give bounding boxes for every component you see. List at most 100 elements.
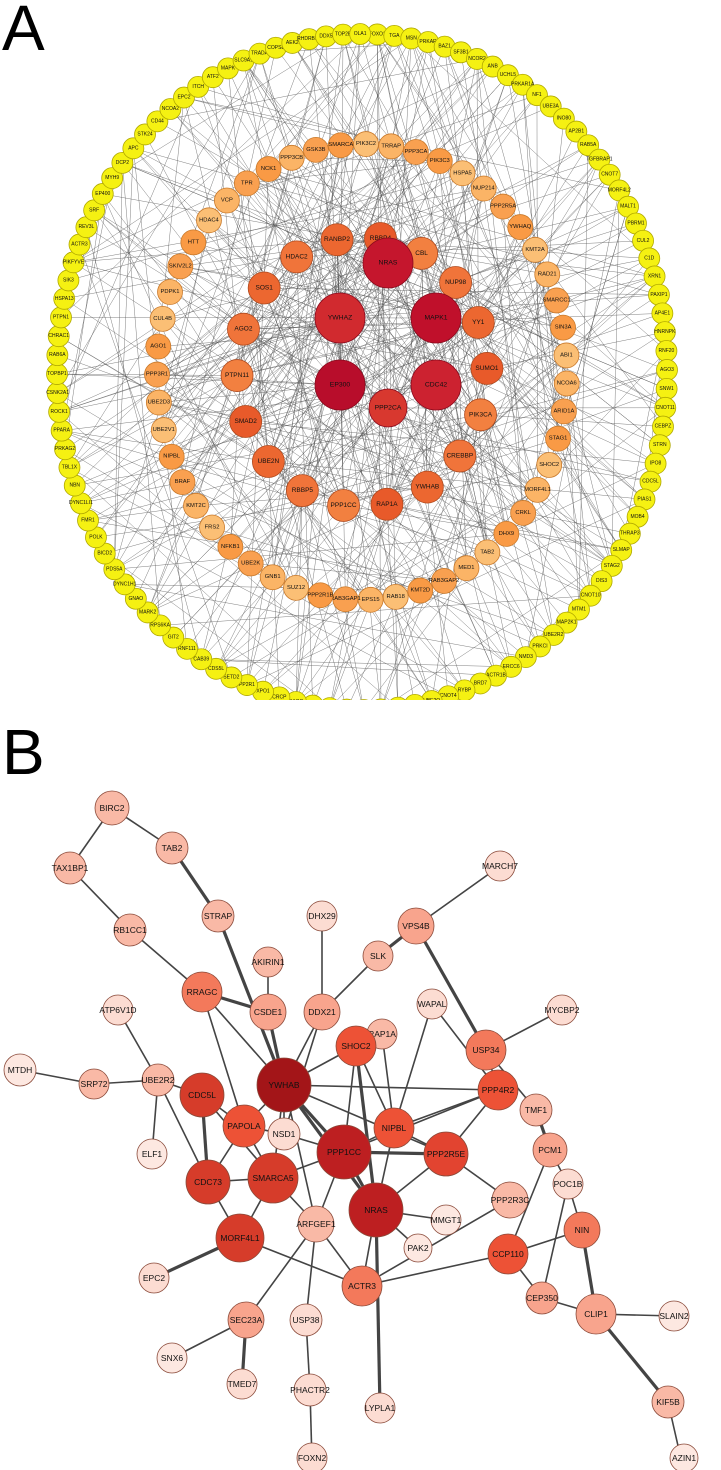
- node: CEBPZ: [652, 415, 674, 438]
- edge: [243, 262, 389, 330]
- svg-text:NCOA6: NCOA6: [557, 380, 577, 386]
- svg-text:RBBP4: RBBP4: [370, 235, 392, 242]
- edge: [68, 173, 463, 281]
- svg-text:UBE2N: UBE2N: [258, 458, 280, 465]
- edge: [296, 240, 644, 258]
- node: POC1B: [552, 1168, 584, 1200]
- edge: [102, 193, 344, 506]
- node: USP38: [289, 1303, 323, 1337]
- node: SNW1: [655, 377, 678, 400]
- edge: [57, 392, 396, 598]
- node: SIN3A: [550, 314, 576, 341]
- svg-text:TAX1BP1: TAX1BP1: [52, 863, 89, 873]
- edge: [578, 145, 589, 610]
- edge: [339, 317, 656, 464]
- svg-text:HDAC2: HDAC2: [286, 253, 308, 260]
- svg-text:DIS3: DIS3: [596, 578, 607, 584]
- node: HDAC4: [196, 207, 222, 234]
- edge: [182, 47, 277, 483]
- svg-text:AZIN1: AZIN1: [672, 1453, 696, 1463]
- edge: [158, 384, 341, 403]
- svg-text:VCP: VCP: [221, 198, 233, 204]
- svg-text:HSPA5: HSPA5: [453, 170, 472, 176]
- svg-text:GSK3B: GSK3B: [306, 147, 325, 153]
- edge: [390, 38, 412, 147]
- svg-text:AP2B1: AP2B1: [569, 129, 585, 135]
- svg-text:RYBP: RYBP: [458, 687, 472, 693]
- node: YWHAZ: [314, 292, 366, 344]
- edge: [114, 533, 507, 570]
- svg-text:NBN: NBN: [69, 483, 80, 489]
- edge: [112, 34, 344, 179]
- svg-text:YWHAB: YWHAB: [268, 1080, 300, 1090]
- svg-text:BRAF: BRAF: [175, 479, 191, 485]
- svg-text:CHRAC1: CHRAC1: [48, 333, 69, 339]
- node: PPP2R5E: [423, 1131, 469, 1177]
- edge: [69, 467, 322, 700]
- node: BICD2: [93, 542, 116, 565]
- svg-text:PRKAR1A: PRKAR1A: [511, 82, 535, 88]
- node: XRN1: [643, 265, 666, 288]
- edge: [80, 503, 449, 697]
- svg-text:PDS5A: PDS5A: [106, 566, 123, 572]
- node: TMED7: [226, 1368, 258, 1400]
- svg-text:PPP3CA: PPP3CA: [404, 149, 427, 155]
- node: GNB1: [259, 564, 286, 591]
- svg-text:PHACTR2: PHACTR2: [290, 1385, 330, 1395]
- svg-text:MMGT1: MMGT1: [431, 1215, 462, 1225]
- node: HDAC2: [280, 240, 314, 274]
- node: PAXIP1: [648, 283, 670, 306]
- edge: [427, 486, 612, 567]
- node: DHX9: [493, 520, 520, 547]
- edge: [387, 407, 567, 623]
- svg-text:CUL2: CUL2: [637, 238, 650, 244]
- edge: [80, 481, 183, 504]
- node: FRS2: [199, 514, 225, 541]
- svg-text:EPS15: EPS15: [362, 597, 380, 603]
- node: PHACTR2: [290, 1373, 330, 1407]
- node: NUP214: [470, 175, 497, 202]
- svg-text:TAB2: TAB2: [480, 549, 494, 555]
- node: EPS15: [357, 586, 384, 613]
- node: NCK1: [255, 156, 282, 182]
- svg-text:PIK3C2: PIK3C2: [356, 141, 376, 147]
- node: ARID1A: [551, 398, 577, 425]
- node: RRAGC: [181, 971, 223, 1013]
- svg-text:PIAS1: PIAS1: [637, 496, 651, 502]
- edge: [295, 384, 341, 700]
- node: CSNK2A1: [46, 382, 69, 404]
- svg-text:RANBP2: RANBP2: [324, 236, 350, 243]
- svg-text:PCM1: PCM1: [538, 1145, 562, 1155]
- edge: [59, 317, 341, 413]
- edge: [443, 414, 481, 582]
- svg-text:PRKAR: PRKAR: [419, 39, 437, 45]
- node: EP300: [314, 359, 366, 411]
- edge: [73, 262, 488, 369]
- node: PPP2R1B: [307, 582, 334, 609]
- edge: [147, 256, 297, 613]
- edge: [336, 239, 580, 610]
- edge: [171, 317, 341, 457]
- node: GSK3B: [303, 136, 329, 163]
- node: YWHAB: [256, 1057, 312, 1113]
- node: PTPN11: [220, 359, 254, 392]
- node: CDC5L: [179, 1072, 225, 1118]
- edge: [384, 159, 600, 700]
- edge: [525, 190, 620, 658]
- svg-text:MAPK: MAPK: [221, 65, 236, 71]
- edge: [87, 520, 445, 582]
- svg-text:CREBBP: CREBBP: [446, 453, 473, 460]
- edge: [56, 373, 341, 386]
- edge: [236, 33, 361, 376]
- svg-text:SMARCC1: SMARCC1: [542, 297, 570, 303]
- edge: [197, 86, 341, 319]
- edge: [361, 1199, 511, 1287]
- node: CUL4B: [149, 305, 176, 332]
- node: PPP2R5A: [490, 193, 516, 220]
- edge: [158, 402, 460, 457]
- edge: [243, 329, 345, 700]
- edge: [387, 407, 612, 567]
- node: STAG2: [600, 555, 623, 577]
- edge: [182, 58, 478, 483]
- edge: [435, 317, 645, 500]
